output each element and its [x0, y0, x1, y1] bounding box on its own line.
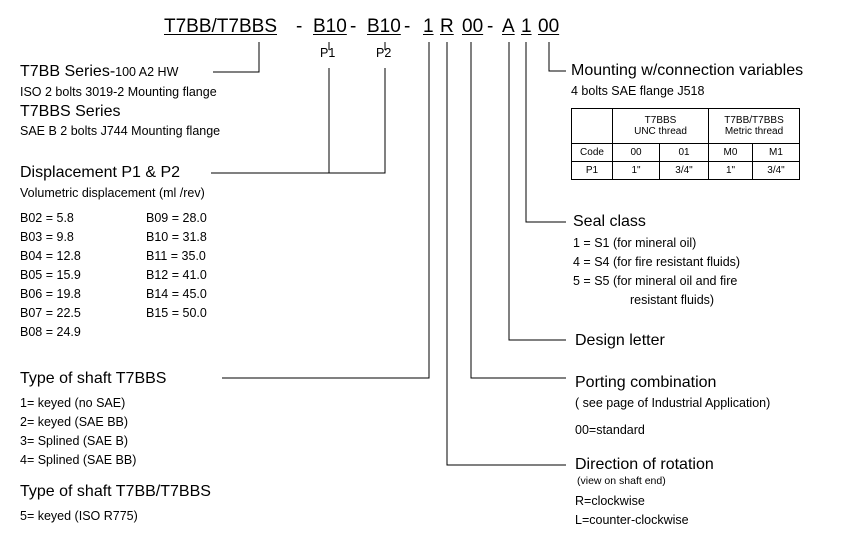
code-series: T7BB/T7BBS: [164, 16, 277, 37]
table-cell: 3/4": [659, 161, 709, 180]
design-connector: [508, 42, 566, 341]
shaft-option: 3= Splined (SAE B): [20, 434, 129, 448]
seal-connector: [525, 42, 566, 223]
table-cell: 1": [708, 161, 753, 180]
seal-option: 4 = S4 (for fire resistant fluids): [573, 255, 741, 269]
design-title: Design letter: [575, 332, 665, 349]
code-p2: B10: [367, 16, 401, 37]
table-cell: Code: [571, 143, 613, 162]
displacement-value: B11 = 35.0: [146, 249, 206, 263]
table-cell: P1: [571, 161, 613, 180]
shaft-option: 1= keyed (no SAE): [20, 396, 126, 410]
p2-label: P2: [376, 46, 392, 60]
table-cell: M0: [708, 143, 753, 162]
code-p1: B10: [313, 16, 347, 37]
shaft-t7bb-title: Type of shaft T7BB/T7BBS: [20, 483, 211, 500]
rotation-option: L=counter-clockwise: [575, 513, 689, 527]
porting-connector: [470, 42, 566, 379]
code-porting: 00: [462, 16, 484, 37]
displacement-value: B08 = 24.9: [20, 325, 81, 339]
rotation-subtitle: (view on shaft end): [577, 475, 666, 487]
porting-title: Porting combination: [575, 374, 717, 391]
seal-option: 5 = S5 (for mineral oil and fire: [573, 274, 738, 288]
table-cell: M1: [752, 143, 800, 162]
displacement-value: B07 = 22.5: [20, 306, 81, 320]
table-corner-cell: [571, 108, 613, 144]
displacement-value: B05 = 15.9: [20, 268, 81, 282]
series-t7bbs-flange: SAE B 2 bolts J744 Mounting flange: [20, 124, 221, 138]
displacement-value: B14 = 45.0: [146, 287, 207, 301]
table-row: Code 00 01 M0 M1: [571, 143, 800, 162]
mounting-subtitle: 4 bolts SAE flange J518: [571, 84, 705, 98]
seal-option: resistant fluids): [630, 293, 715, 307]
code-rotation: R: [440, 16, 454, 37]
table-row: P1 1" 3/4" 1" 3/4": [571, 161, 800, 180]
code-design: A: [502, 16, 515, 37]
displacement-value: B12 = 41.0: [146, 268, 207, 282]
mounting-connector: [548, 42, 566, 72]
shaft-option: 4= Splined (SAE BB): [20, 453, 137, 467]
displacement-value: B09 = 28.0: [146, 211, 207, 225]
mounting-title: Mounting w/connection variables: [571, 62, 804, 79]
table-cell: 00: [612, 143, 660, 162]
porting-subtitle: ( see page of Industrial Application): [575, 396, 771, 410]
displacement-value: B10 = 31.8: [146, 230, 207, 244]
displacement-value: B15 = 50.0: [146, 306, 207, 320]
code-shaft: 1: [423, 16, 434, 37]
rotation-connector: [446, 42, 566, 466]
code-seal: 1: [521, 16, 532, 37]
porting-value: 00=standard: [575, 423, 645, 437]
seal-option: 1 = S1 (for mineral oil): [573, 236, 697, 250]
code-dash-4: -: [487, 16, 494, 37]
series-t7bb-flange: ISO 2 bolts 3019-2 Mounting flange: [20, 85, 217, 99]
seal-title: Seal class: [573, 213, 646, 230]
displacement-value: B04 = 12.8: [20, 249, 81, 263]
displacement-connector: [211, 68, 386, 174]
table-cell: 3/4": [752, 161, 800, 180]
rotation-title: Direction of rotation: [575, 456, 714, 473]
table-cell: 01: [659, 143, 709, 162]
table-cell: 1": [612, 161, 660, 180]
code-dash-2: -: [350, 16, 357, 37]
shaft-option: 2= keyed (SAE BB): [20, 415, 129, 429]
shaft-t7bbs-title: Type of shaft T7BBS: [20, 370, 167, 387]
p1-label: P1: [320, 46, 336, 60]
series-connector: [213, 42, 260, 73]
code-mounting: 00: [538, 16, 560, 37]
displacement-value: B02 = 5.8: [20, 211, 74, 225]
displacement-value: B03 = 9.8: [20, 230, 74, 244]
series-t7bb-title: T7BB Series-100 A2 HW: [20, 63, 179, 80]
displacement-title: Displacement P1 & P2: [20, 164, 181, 181]
shaft-connector: [222, 42, 430, 379]
series-t7bbs-title: T7BBS Series: [20, 103, 121, 120]
code-dash-1: -: [296, 16, 303, 37]
code-dash-3: -: [404, 16, 411, 37]
displacement-value: B06 = 19.8: [20, 287, 81, 301]
shaft-option: 5= keyed (ISO R775): [20, 509, 138, 523]
rotation-option: R=clockwise: [575, 494, 645, 508]
displacement-subtitle: Volumetric displacement (ml /rev): [20, 186, 205, 200]
